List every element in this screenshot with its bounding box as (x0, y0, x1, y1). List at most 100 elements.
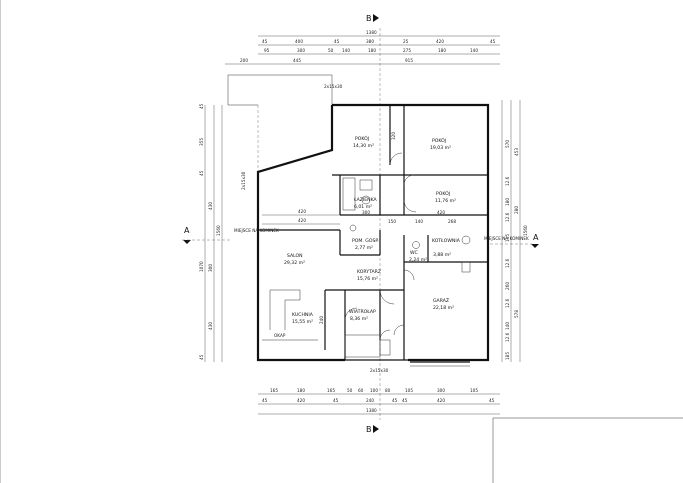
room-area-pom-gosp: 2,77 m² (355, 245, 373, 251)
dim-bot-r1-5: 100 (370, 388, 378, 393)
section-marker-left: A (182, 226, 230, 244)
room-area-pokoj-3: 11,76 m² (435, 198, 456, 204)
dim-right-2: 12.6 (505, 176, 510, 186)
right-dimension-chains: 570 453 12.6 180 280 12.6 115 12.6 260 1… (501, 100, 528, 362)
dim-top-r4-2: 915 (405, 58, 413, 63)
bathroom-fixtures (342, 177, 471, 273)
room-area-wiatrolap: 8,36 m² (350, 316, 368, 322)
dim-top-r2-5: 420 (436, 39, 444, 44)
room-name-garaz: GARAŻ (433, 297, 449, 304)
dim-left-0: 45 (199, 103, 204, 109)
dim-top-r3-5: 275 (403, 48, 411, 53)
room-name-salon: SALON (287, 253, 303, 259)
hood-note: OKAP (274, 333, 286, 338)
dim-right-9: 12.6 (505, 298, 510, 308)
slope-note-top: 2x15x30 (324, 84, 343, 89)
dim-bot-r1-7: 105 (405, 388, 413, 393)
dim-bot-r1-6: 80 (385, 388, 391, 393)
room-name-kotlownia: KOTŁOWNIA (432, 238, 461, 244)
dim-top-r2-3: 380 (366, 39, 374, 44)
dim-right-6: 115 (505, 234, 510, 242)
dim-right-4: 280 (514, 206, 519, 214)
room-name-pokoj-3: POKÓJ (436, 190, 450, 197)
bottom-dimension-chains: 165 180 165 50 60 100 80 105 300 105 45 … (258, 388, 500, 415)
dim-left-total: 1560 (216, 225, 221, 236)
interior-walls (258, 105, 488, 360)
room-area-lazienka: 6,01 m² (354, 204, 372, 210)
room-area-korytarz: 15,76 m² (357, 276, 378, 282)
inner-dim-4: 150 (388, 219, 396, 224)
fireplace-note-right: MIEJSCE NA KOMINEK (484, 236, 529, 241)
dim-left-4: 1070 (199, 261, 204, 272)
plan-notes: MIEJSCE NA KOMINEK MIEJSCE NA KOMINEK OK… (234, 228, 529, 338)
dim-top-r3-6: 180 (438, 48, 446, 53)
room-area-kuchnia: 15,55 m² (292, 319, 313, 325)
room-area-garaz: 22,18 m² (433, 305, 454, 311)
left-dimension-chains: 45 355 45 430 1070 300 430 45 1560 (199, 103, 223, 362)
dim-top-r4-1: 445 (293, 58, 301, 63)
dim-left-7: 45 (199, 354, 204, 360)
dim-top-total: 1380 (366, 30, 377, 35)
inner-dim-3: 420 (437, 210, 445, 215)
dim-right-12: 12.6 (505, 332, 510, 342)
room-name-wiatrolap: WIATROŁAP (349, 309, 376, 315)
inner-dim-0: 420 (298, 209, 306, 214)
dim-left-3: 430 (208, 202, 213, 210)
entrance-steps: 2x15x30 (344, 334, 391, 373)
dim-bot-r1-2: 165 (327, 388, 335, 393)
room-area-wc: 2,24 m² (409, 257, 427, 263)
room-area-salon: 29,32 m² (284, 260, 305, 266)
dim-left-2: 45 (199, 170, 204, 176)
inner-dim-2: 300 (362, 210, 370, 215)
dim-bot-r2-0: 45 (262, 398, 268, 403)
section-label-right: A (533, 233, 539, 242)
dim-right-3: 180 (505, 198, 510, 206)
dim-right-10: 578 (514, 310, 519, 318)
dim-top-r2-6: 45 (490, 39, 496, 44)
dim-left-6: 430 (208, 322, 213, 330)
slope-note-left: 2x15x30 (241, 171, 246, 190)
section-label-top: B (366, 14, 372, 23)
room-labels: POKÓJ 14,30 m² POKÓJ 19,03 m² POKÓJ 11,7… (284, 135, 461, 325)
room-name-pokoj-1: POKÓJ (355, 135, 369, 142)
dim-bot-r1-0: 165 (270, 388, 278, 393)
section-marker-top: B (366, 14, 379, 23)
dim-bot-r1-4: 60 (358, 388, 364, 393)
room-area-pokoj-1: 14,30 m² (353, 143, 374, 149)
dim-right-1: 453 (514, 148, 519, 156)
dim-top-r4-0: 200 (240, 58, 248, 63)
garage-door (410, 361, 470, 367)
inner-dim-5: 140 (415, 219, 423, 224)
dim-left-5: 300 (208, 264, 213, 272)
dim-top-r3-7: 140 (470, 48, 478, 53)
room-area-kotlownia: 3,88 m² (433, 252, 451, 258)
terrace-outline: 2x15x30 2x15x30 (227, 74, 343, 190)
section-label-bottom: B (366, 425, 372, 434)
dim-top-r2-1: 400 (295, 39, 303, 44)
top-dimension-chains: 1380 45 400 45 380 25 420 45 95 300 50 1… (225, 30, 500, 65)
dim-top-r3-1: 300 (297, 48, 305, 53)
slope-note-bottom: 2x15x30 (370, 368, 389, 373)
room-name-wc: WC (410, 250, 418, 256)
inner-dim-8: 240 (319, 316, 324, 324)
inner-dim-1: 420 (298, 218, 306, 223)
dim-bot-total: 1380 (366, 408, 377, 413)
dim-bot-r2-2: 45 (333, 398, 339, 403)
dim-bot-r2-1: 420 (297, 398, 305, 403)
inner-dim-6: 268 (448, 219, 456, 224)
dim-bot-r1-3: 50 (347, 388, 353, 393)
room-name-lazienka: ŁAZIENKA (353, 197, 377, 203)
dim-left-1: 355 (199, 138, 204, 146)
dim-right-total: 1560 (523, 225, 528, 236)
dim-right-13: 185 (505, 352, 510, 360)
dim-right-8: 260 (505, 282, 510, 290)
dim-bot-r1-1: 180 (297, 388, 305, 393)
dim-top-r3-4: 180 (368, 48, 376, 53)
inner-dim-7: 320 (391, 132, 396, 140)
section-label-left: A (184, 226, 190, 235)
fireplace-note: MIEJSCE NA KOMINEK (234, 228, 279, 233)
dim-bot-r2-6: 420 (437, 398, 445, 403)
dim-top-r2-2: 45 (334, 39, 340, 44)
